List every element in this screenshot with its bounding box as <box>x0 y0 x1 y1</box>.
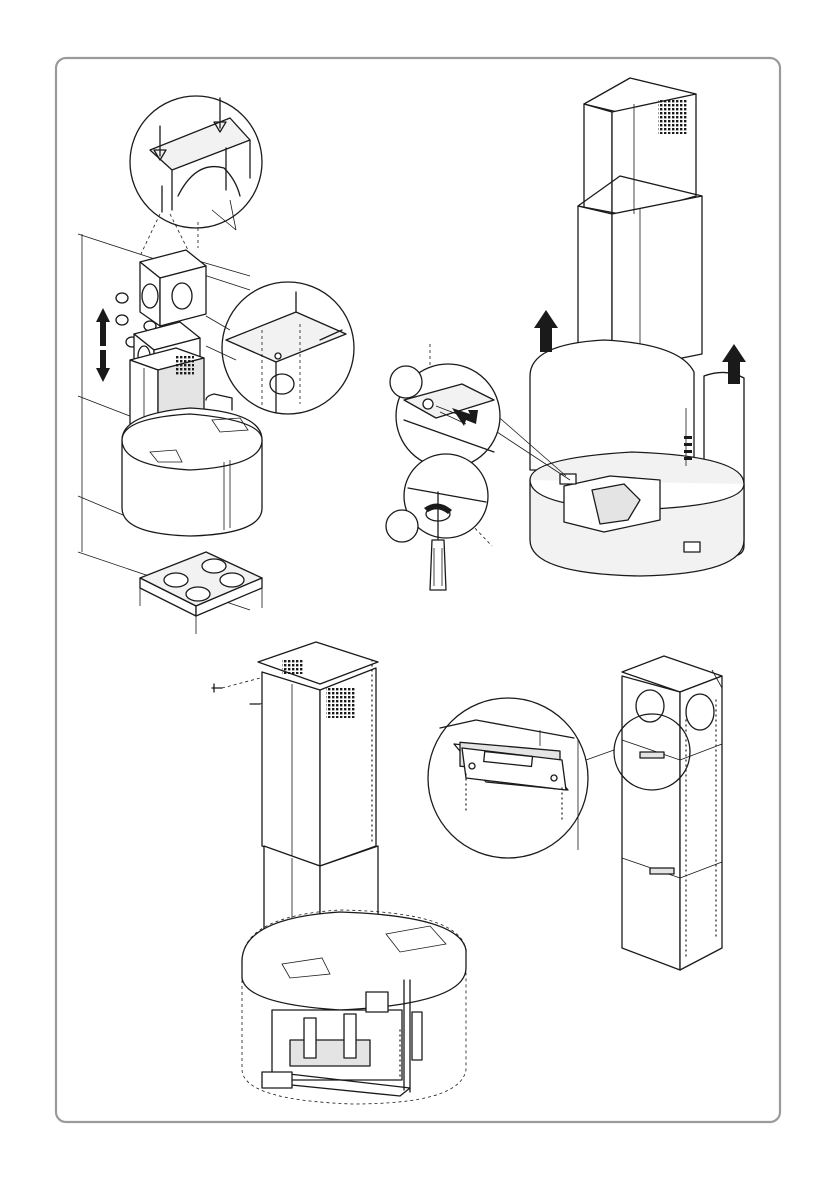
step-marker-a <box>390 366 422 398</box>
step-chimney-fixing <box>212 642 466 1104</box>
hood-body-internals <box>242 910 466 1104</box>
step-marker-b <box>386 510 418 542</box>
chimney-stack <box>622 656 722 970</box>
bracket-detail-icon <box>428 698 588 858</box>
hood-body-large <box>530 340 744 576</box>
bracket-screw-detail-icon <box>130 96 262 230</box>
upper-chimney-section <box>140 250 206 326</box>
upper-chimney <box>258 642 378 866</box>
step-hood-canopy-lift <box>386 78 746 590</box>
up-down-arrow-icon <box>96 308 110 382</box>
chimney-screw-detail-icon <box>206 282 354 414</box>
step-chimney-bracket-join <box>428 656 722 970</box>
telescopic-chimney <box>578 78 702 372</box>
step-chimney-bracket-assembly <box>78 96 354 634</box>
cooktop-icon <box>140 552 262 634</box>
